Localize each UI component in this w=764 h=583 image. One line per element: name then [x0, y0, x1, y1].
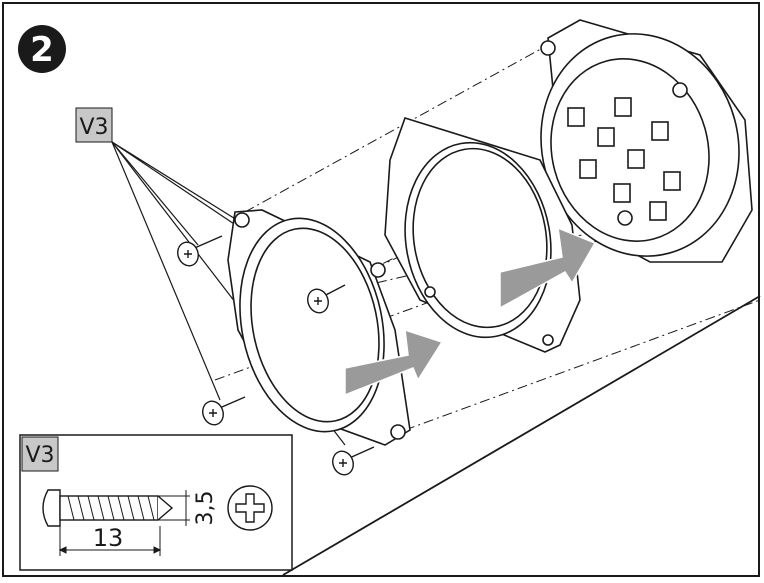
diameter-dimension	[150, 490, 190, 526]
screw-icon	[177, 235, 223, 267]
mounting-bracket	[227, 209, 411, 446]
step-badge: 2	[18, 25, 66, 73]
diagram-frame	[2, 2, 760, 577]
inset-part-label: V3	[25, 443, 54, 468]
screw-icon	[332, 446, 375, 476]
part-label-text: V3	[79, 115, 108, 140]
screw-icon	[202, 396, 246, 426]
screw-side-view	[42, 489, 174, 527]
part-label-callout: V3	[75, 107, 113, 143]
direction-arrow-upper	[499, 226, 597, 310]
phillips-head-icon	[227, 485, 273, 531]
screw-spec-inset: V3 13 3,5	[19, 434, 293, 571]
direction-arrow-lower	[344, 328, 444, 397]
step-number: 2	[30, 30, 54, 70]
length-label: 13	[93, 524, 124, 552]
screw-icon	[307, 284, 346, 314]
length-dimension	[58, 526, 162, 556]
diameter-label: 3,5	[193, 491, 218, 526]
ground-panel-outline	[282, 295, 761, 576]
